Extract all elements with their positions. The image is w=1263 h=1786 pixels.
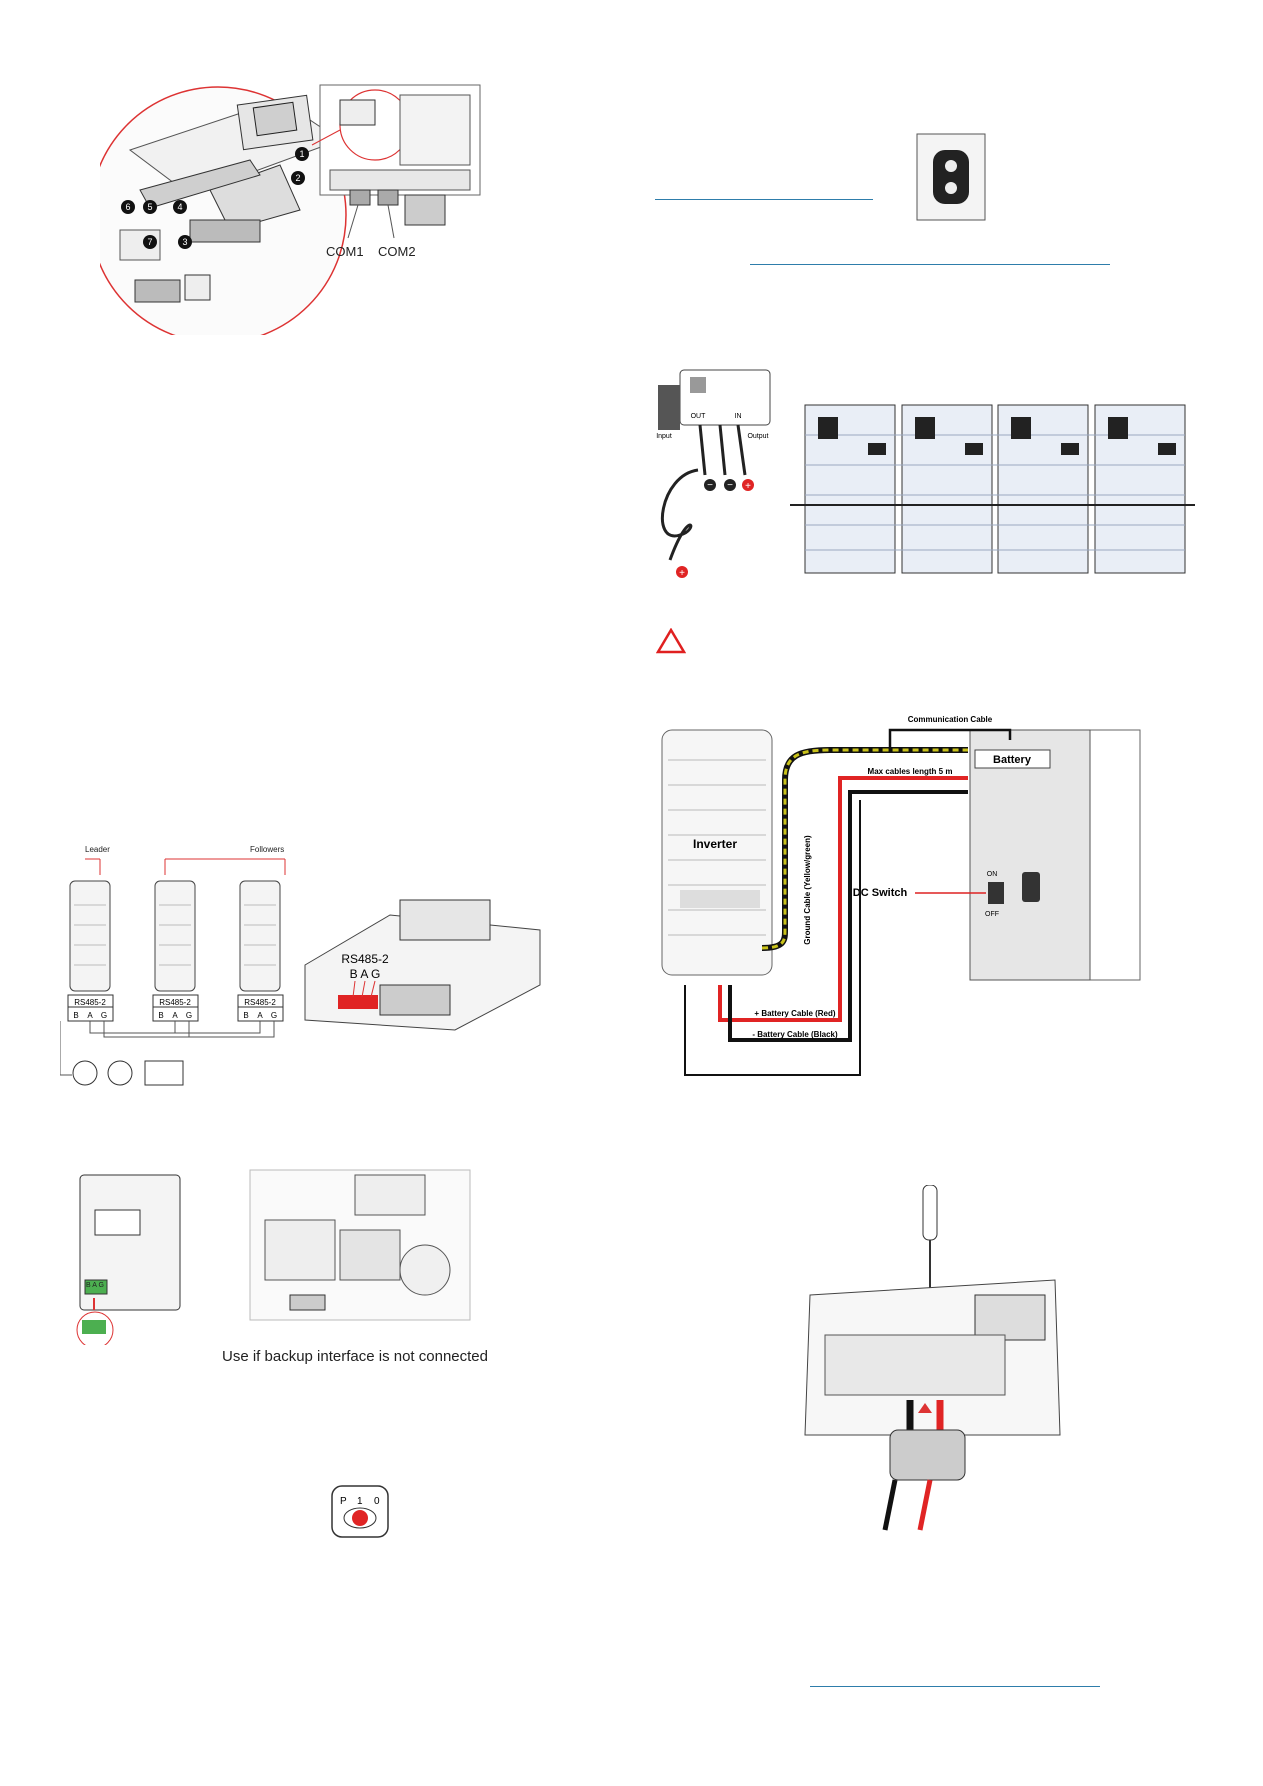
switch-label-1: 1 [357, 1496, 363, 1507]
terminal-b-3: B [243, 1011, 248, 1020]
com1-label: COM1 [326, 244, 364, 259]
link-underline-2[interactable] [750, 264, 1110, 265]
callout-2: 2 [295, 173, 300, 183]
minus-sign-2: − [727, 480, 733, 491]
board-terminals-label: B A G [350, 967, 381, 981]
battery-wiring-figure: Inverter Battery ON OFF DC Switch Commun… [650, 700, 1150, 1080]
ground-cable-label: Ground Cable (Yellow/green) [803, 835, 812, 945]
optimizer-input-label: Input [656, 433, 672, 440]
callout-6: 6 [125, 202, 130, 212]
off-label: OFF [985, 911, 999, 918]
switch-label-0: 0 [374, 1496, 380, 1507]
rs485-label-3: RS485-2 [244, 998, 276, 1007]
ground-connection-figure [785, 1184, 1070, 1535]
minus-sign-1: − [707, 480, 713, 491]
callout-7: 7 [147, 237, 152, 247]
plus-sign-2: + [679, 568, 685, 579]
callout-1: 1 [299, 149, 304, 159]
on-label: ON [987, 871, 998, 878]
battery-cable-black-label: - Battery Cable (Black) [752, 1030, 838, 1039]
link-underline-3[interactable] [810, 1686, 1100, 1687]
terminal-b-1: B [73, 1011, 78, 1020]
battery-label: Battery [993, 754, 1032, 766]
com2-label: COM2 [378, 244, 416, 259]
backup-board-figure [245, 1160, 475, 1330]
link-underline-1[interactable] [655, 199, 873, 200]
terminal-a-2: A [172, 1011, 178, 1020]
communication-cable-label: Communication Cable [908, 715, 993, 724]
terminal-g-1: G [101, 1011, 107, 1020]
inverter-label: Inverter [693, 837, 737, 851]
optimizer-output-label: Output [747, 433, 768, 440]
terminal-g-2: G [186, 1011, 192, 1020]
leader-follower-figure: RS485-2 RS485-2 RS485-2 B A G B A G B A … [59, 845, 560, 1090]
board-figure: 1 2 3 4 5 6 7 COM1 COM2 [89, 80, 550, 344]
dc-switch-label: DC Switch [853, 887, 908, 899]
board-rs485-label: RS485-2 [341, 952, 389, 966]
optimizer-figure: OUT IN Input Output − − + + [650, 365, 1195, 585]
meter-figure: B A G [60, 1170, 190, 1349]
terminal-b-2: B [158, 1011, 163, 1020]
rs485-label-1: RS485-2 [74, 998, 106, 1007]
followers-label: Followers [250, 845, 285, 854]
callout-4: 4 [177, 202, 182, 212]
optimizer-in-label: IN [735, 413, 742, 420]
plus-sign-1: + [745, 481, 751, 492]
battery-cable-red-label: + Battery Cable (Red) [754, 1009, 835, 1018]
terminal-a-3: A [257, 1011, 263, 1020]
optimizer-out-label: OUT [691, 413, 707, 420]
switch-label-p: P [340, 1496, 347, 1507]
max-cables-label: Max cables length 5 m [868, 767, 953, 776]
rs485-label-2: RS485-2 [159, 998, 191, 1007]
switch-icon: P 1 0 [330, 1484, 390, 1539]
meter-terminals-label: B A G [86, 1282, 104, 1289]
leader-label: Leader [85, 845, 110, 854]
callout-5: 5 [147, 202, 152, 212]
connector-image [915, 132, 987, 222]
terminal-a-1: A [87, 1011, 93, 1020]
warning-icon [655, 627, 687, 654]
callout-3: 3 [182, 237, 187, 247]
backup-caption: Use if backup interface is not connected [222, 1348, 488, 1365]
terminal-g-3: G [271, 1011, 277, 1020]
